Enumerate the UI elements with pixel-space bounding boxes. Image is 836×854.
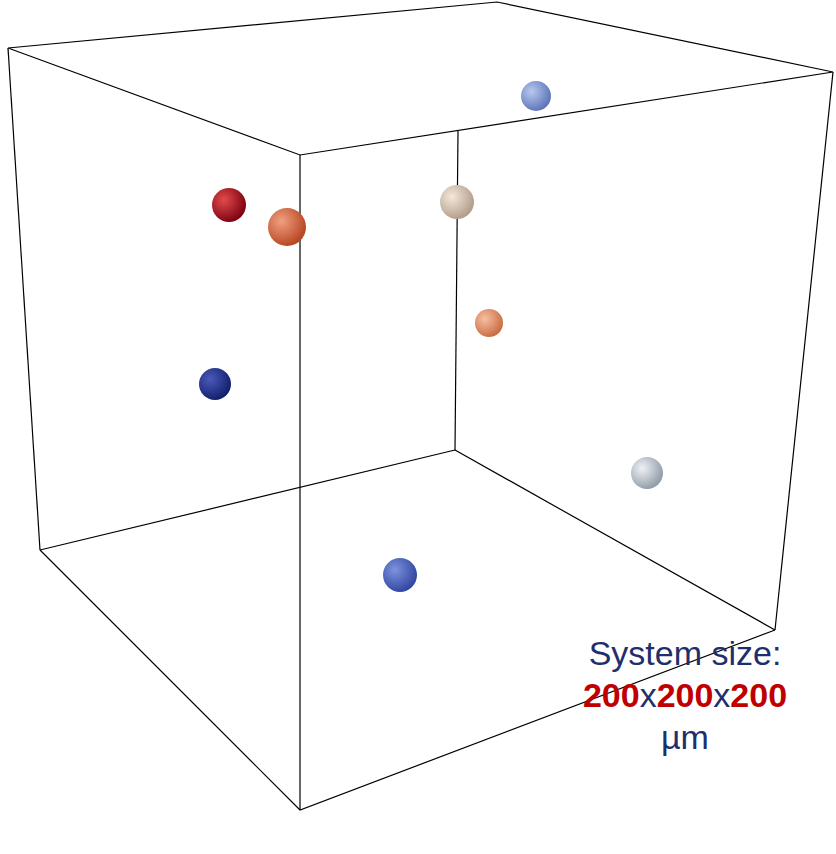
particle-spheres [199,81,663,592]
dimension-text: x [640,676,657,714]
dimension-text: µm [661,718,709,756]
dimension-text: 200 [583,676,640,714]
dimension-text: x [713,676,730,714]
caption-box: System size:200x200x200 µm [560,632,810,758]
caption-line: System size: [560,632,810,674]
dimension-text: 200 [730,676,787,714]
caption-text: System size: [589,634,782,672]
caption-line: 200x200x200 µm [560,674,810,758]
dimension-text: 200 [657,676,714,714]
cube-wireframe [8,2,833,810]
